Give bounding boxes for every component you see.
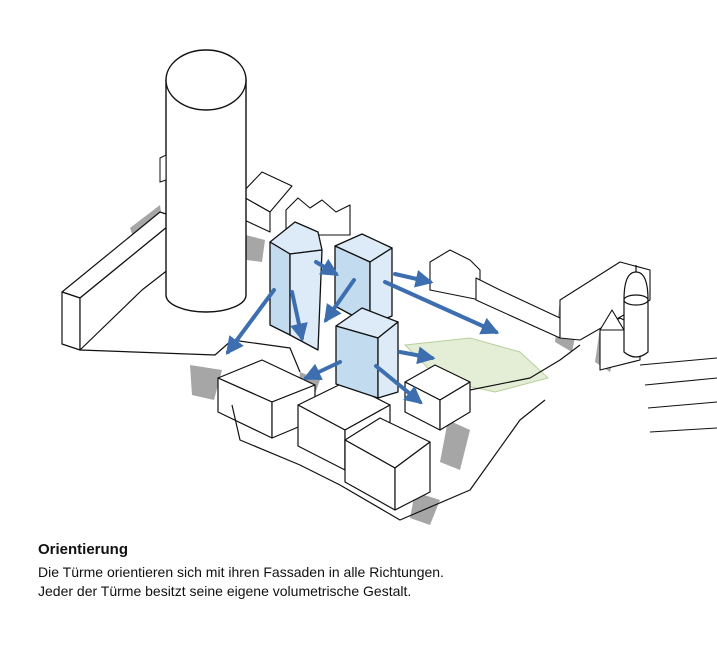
- foreground-buildings: [217, 339, 581, 521]
- orientation-arrow-icon: [225, 288, 276, 355]
- orientation-arrow-icon: [314, 258, 340, 276]
- orientation-arrow-icon: [290, 290, 308, 342]
- orientation-arrow-icon: [383, 280, 500, 335]
- caption-title: Orientierung: [38, 541, 129, 558]
- orientation-arrow-icon: [302, 360, 342, 381]
- diagram-caption: Orientierung Die Türme orientieren sich …: [38, 540, 698, 601]
- orientation-arrow-icon: [393, 270, 434, 288]
- tower-front: [335, 307, 399, 399]
- orientation-arrow-icon: [374, 364, 423, 405]
- orientation-arrows: [225, 258, 500, 405]
- right-round-tower: [623, 265, 649, 358]
- caption-line-1: Die Türme orientieren sich mit ihren Fas…: [38, 564, 444, 580]
- orientation-arrow-icon: [398, 346, 436, 365]
- caption-line-2: Jeder der Türme besitzt seine eigene vol…: [38, 583, 412, 599]
- cylinder-highrise: [159, 49, 247, 313]
- orientation-arrow-icon: [323, 278, 356, 323]
- orientation-diagram: [61, 49, 717, 525]
- tower-left: [269, 221, 323, 351]
